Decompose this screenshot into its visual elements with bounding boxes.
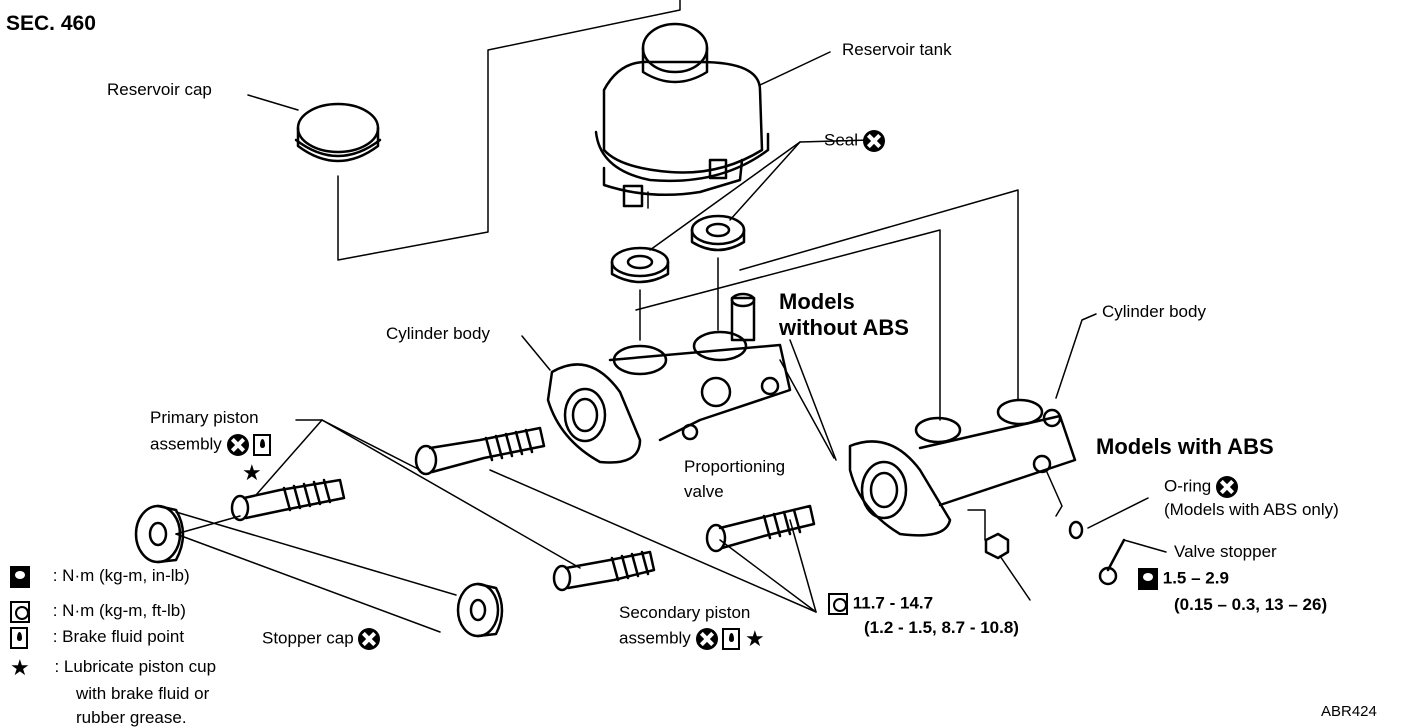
legend-text: : Lubricate piston cup xyxy=(54,657,217,676)
valve-stopper-torque-line1: 1.5 – 2.9 xyxy=(1138,568,1229,590)
nut-torque-line2: (1.2 - 1.5, 8.7 - 10.8) xyxy=(864,618,1019,637)
replace-icon xyxy=(226,434,249,456)
legend-row-torque-in-lb: : N·m (kg-m, in-lb) xyxy=(10,566,190,588)
star-icon: ★ xyxy=(745,626,765,651)
cylinder-body-right-label: Cylinder body xyxy=(1102,302,1206,321)
torque-in-lb-icon xyxy=(10,566,30,588)
secondary-piston-part xyxy=(552,504,816,592)
stopper-cap-parts xyxy=(134,504,504,638)
valve-stopper-torque-line2: (0.15 – 0.3, 13 – 26) xyxy=(1174,595,1328,614)
nut-torque-value: 11.7 - 14.7 xyxy=(852,593,934,613)
proportioning-valve-label-line1: Proportioning xyxy=(684,457,786,476)
brake-fluid-icon xyxy=(10,627,28,649)
legend-text-cont1: with brake fluid or xyxy=(76,684,210,703)
secondary-piston-label-line1: Secondary piston xyxy=(619,603,751,622)
models-with-abs-label: Models with ABS xyxy=(1096,434,1274,459)
o-ring-note: (Models with ABS only) xyxy=(1164,500,1339,519)
secondary-piston-label-text: assembly xyxy=(619,628,691,648)
seal-parts xyxy=(610,214,746,284)
seal-label-text: Seal xyxy=(824,130,859,150)
reservoir-tank-part xyxy=(594,22,770,208)
seal-label: Seal xyxy=(824,130,885,152)
cylinder-body-left-label: Cylinder body xyxy=(386,324,490,343)
cylinder-body-with-abs xyxy=(848,398,1077,537)
torque-ft-lb-icon xyxy=(10,601,30,623)
legend-row-torque-ft-lb: : N·m (kg-m, ft-lb) xyxy=(10,601,186,623)
o-ring-label-text: O-ring xyxy=(1164,476,1212,496)
reservoir-cap-part xyxy=(294,102,382,163)
o-ring-label: O-ring xyxy=(1164,476,1238,498)
brake-fluid-icon xyxy=(722,628,741,650)
reservoir-cap-label: Reservoir cap xyxy=(107,80,212,99)
secondary-piston-label-line2: assembly ★ xyxy=(619,628,765,650)
section-number: SEC. 460 xyxy=(6,12,96,35)
star-icon: ★ xyxy=(10,654,30,680)
legend-row-lubricate: ★ : Lubricate piston cup xyxy=(10,654,217,680)
small-parts xyxy=(984,520,1126,586)
legend-text-cont2: rubber grease. xyxy=(76,708,187,727)
replace-icon xyxy=(1215,476,1238,498)
torque-in-lb-icon xyxy=(1138,568,1158,590)
primary-piston-label-line2: assembly xyxy=(150,434,272,456)
replace-icon xyxy=(358,628,381,650)
figure-id: ABR424 xyxy=(1321,703,1377,720)
models-without-abs-label-line2: without ABS xyxy=(779,315,909,340)
brake-fluid-icon xyxy=(253,434,272,456)
leader-lines xyxy=(175,0,1167,633)
legend-text: : N·m (kg-m, in-lb) xyxy=(52,566,190,586)
replace-icon xyxy=(862,130,885,152)
primary-piston-part xyxy=(230,426,546,522)
stopper-cap-label: Stopper cap xyxy=(262,628,381,650)
torque-ft-lb-icon xyxy=(828,593,848,615)
proportioning-valve-label-line2: valve xyxy=(684,482,724,501)
replace-icon xyxy=(695,628,718,650)
primary-piston-star: ★ xyxy=(242,459,262,485)
star-icon: ★ xyxy=(242,459,262,485)
stopper-cap-label-text: Stopper cap xyxy=(262,628,354,648)
legend-text: : Brake fluid point xyxy=(52,627,185,647)
primary-piston-label-line1: Primary piston xyxy=(150,408,259,427)
legend-text: : N·m (kg-m, ft-lb) xyxy=(52,601,186,621)
valve-stopper-torque-value: 1.5 – 2.9 xyxy=(1162,568,1229,588)
primary-piston-label-text: assembly xyxy=(150,434,222,454)
cylinder-body-without-abs xyxy=(546,292,792,464)
models-without-abs-label-line1: Models xyxy=(779,289,855,314)
legend-row-brake-fluid: : Brake fluid point xyxy=(10,627,184,649)
valve-stopper-label: Valve stopper xyxy=(1174,542,1277,561)
reservoir-tank-label: Reservoir tank xyxy=(842,40,952,59)
nut-torque-line1: 11.7 - 14.7 xyxy=(828,593,933,615)
